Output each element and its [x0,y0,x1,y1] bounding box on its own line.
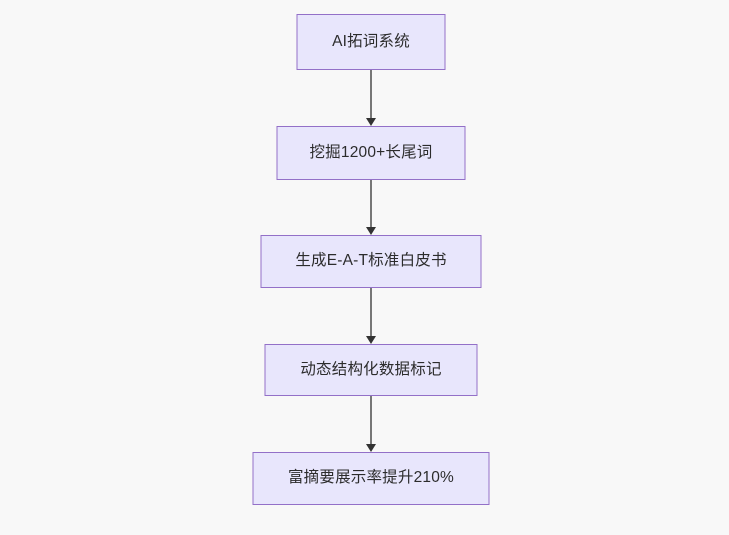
connector-line [370,70,372,118]
flow-node-label: 动态结构化数据标记 [300,360,442,378]
flow-node-ai-keyword-system[interactable]: AI拓词系统 [296,14,446,70]
flow-node-generate-eat-whitepaper[interactable]: 生成E-A-T标准白皮书 [260,235,482,288]
flow-node-mine-longtail-keywords[interactable]: 挖掘1200+长尾词 [276,126,466,180]
connector-line [370,180,372,227]
connector-line [370,288,372,336]
flow-node-dynamic-structured-data-markup[interactable]: 动态结构化数据标记 [264,344,478,396]
arrowhead-icon [366,336,376,344]
flow-node-label: 富摘要展示率提升210% [287,469,455,487]
flow-node-label: AI拓词系统 [332,32,410,50]
flow-node-label: 生成E-A-T标准白皮书 [295,252,447,270]
arrowhead-icon [366,118,376,126]
flow-node-label: 挖掘1200+长尾词 [309,143,433,161]
arrowhead-icon [366,227,376,235]
connector-line [370,396,372,444]
flow-node-rich-snippet-impression-lift[interactable]: 富摘要展示率提升210% [252,452,490,505]
arrowhead-icon [366,444,376,452]
